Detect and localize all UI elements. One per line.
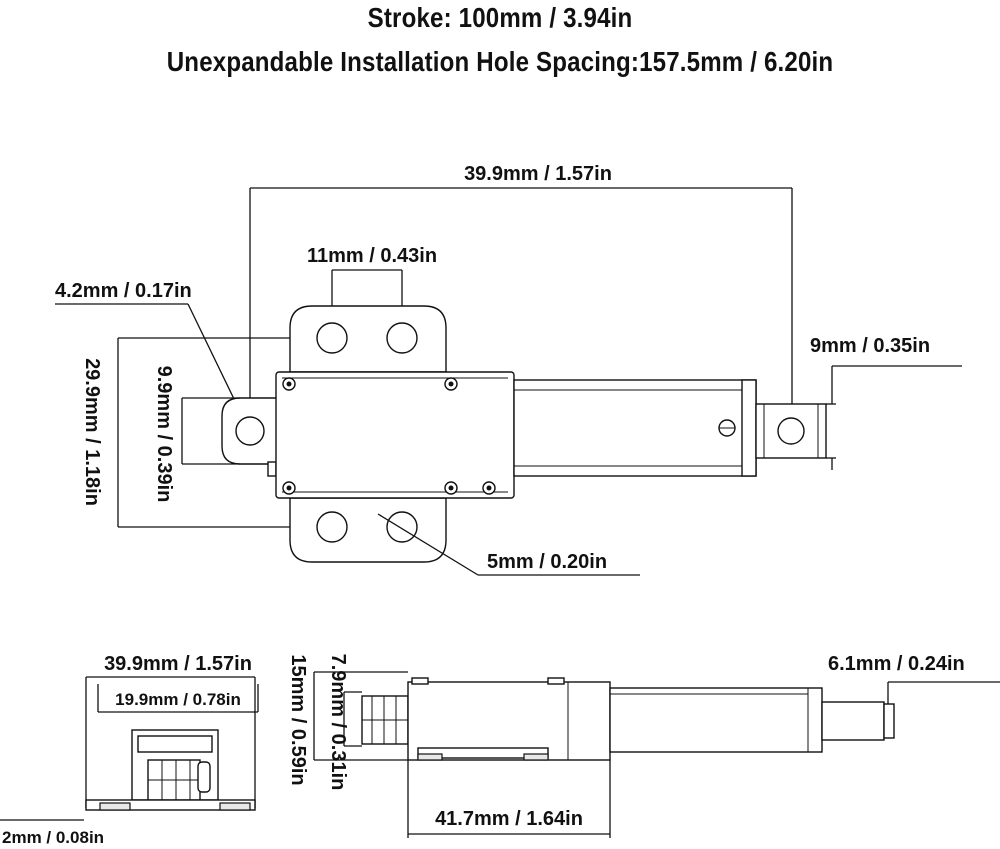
tube-end-cap [741, 379, 757, 477]
rod-dia-label: 6.1mm / 0.24in [828, 653, 965, 675]
overall-length-label: 39.9mm / 1.57in [464, 163, 612, 185]
body-width-dimension: 29.9mm / 1.18in [81, 337, 290, 528]
side-rod-end [883, 703, 895, 739]
rear-clevis-hole [235, 416, 265, 446]
top-view: 39.9mm / 1.57in 11mm / 0.43in 4.2mm / 0.… [55, 163, 962, 576]
side-motor-body [407, 681, 611, 761]
end-view-top-band [137, 735, 213, 753]
body-length-label: 41.7mm / 1.64in [435, 808, 583, 830]
mount-hole-top-left [316, 322, 348, 354]
end-inner-width-label: 19.9mm / 0.78in [115, 690, 241, 709]
rear-tab-width-label: 9.9mm / 0.39in [153, 366, 175, 503]
mount-hole-dimension: 5mm / 0.20in [377, 513, 640, 576]
overall-length-dimension: 39.9mm / 1.57in [249, 163, 793, 432]
rear-height-dimension: 7.9mm / 0.31in [327, 654, 362, 791]
end-view-base-plate [85, 799, 256, 811]
rod-dia-dimension: 6.1mm / 0.24in [828, 653, 1000, 704]
base-thickness-label: 2mm / 0.08in [2, 828, 104, 847]
rear-height-label: 7.9mm / 0.31in [327, 654, 349, 791]
rod-end-width-dimension: 9mm / 0.35in [810, 335, 962, 470]
side-rod [821, 701, 885, 741]
hole-pitch-label: 11mm / 0.43in [307, 245, 437, 267]
rod-end-width-label: 9mm / 0.35in [810, 335, 930, 357]
rear-small-pin [267, 461, 277, 477]
hole-spacing-title: Unexpandable Installation Hole Spacing:1… [166, 46, 834, 77]
side-view: 15mm / 0.59in 7.9mm / 0.31in [287, 653, 1000, 838]
mount-hole-top-right [386, 322, 418, 354]
side-tube [609, 687, 823, 753]
base-thickness-dimension: 2mm / 0.08in [0, 819, 104, 847]
end-inner-width-dimension: 19.9mm / 0.78in [97, 684, 259, 713]
rear-tab-width-dimension: 9.9mm / 0.39in [153, 366, 240, 503]
mounting-flange-top [289, 305, 447, 373]
end-view: 39.9mm / 1.57in 19.9mm / 0.78in 2mm / 0.… [0, 653, 259, 847]
end-width-label: 39.9mm / 1.57in [104, 653, 252, 675]
rear-hole-dimension: 4.2mm / 0.17in [55, 280, 251, 433]
end-view-pin [197, 761, 211, 793]
height-label: 15mm / 0.59in [287, 654, 309, 785]
mount-hole-label: 5mm / 0.20in [487, 551, 607, 573]
mount-hole-bottom-left [316, 511, 348, 543]
body-length-dimension: 41.7mm / 1.64in [407, 760, 611, 838]
rod-end-hole [777, 417, 805, 445]
mount-hole-bottom-right [386, 511, 418, 543]
motor-body [275, 371, 515, 499]
rear-hole-label: 4.2mm / 0.17in [55, 280, 192, 302]
body-width-label: 29.9mm / 1.18in [81, 358, 103, 506]
end-width-dimension: 39.9mm / 1.57in [85, 653, 256, 808]
stroke-title: Stroke: 100mm / 3.94in [367, 2, 633, 33]
side-base-plate [417, 747, 549, 759]
mounting-flange-bottom [289, 497, 447, 563]
height-dimension: 15mm / 0.59in [287, 654, 408, 786]
body-screws [282, 377, 496, 495]
